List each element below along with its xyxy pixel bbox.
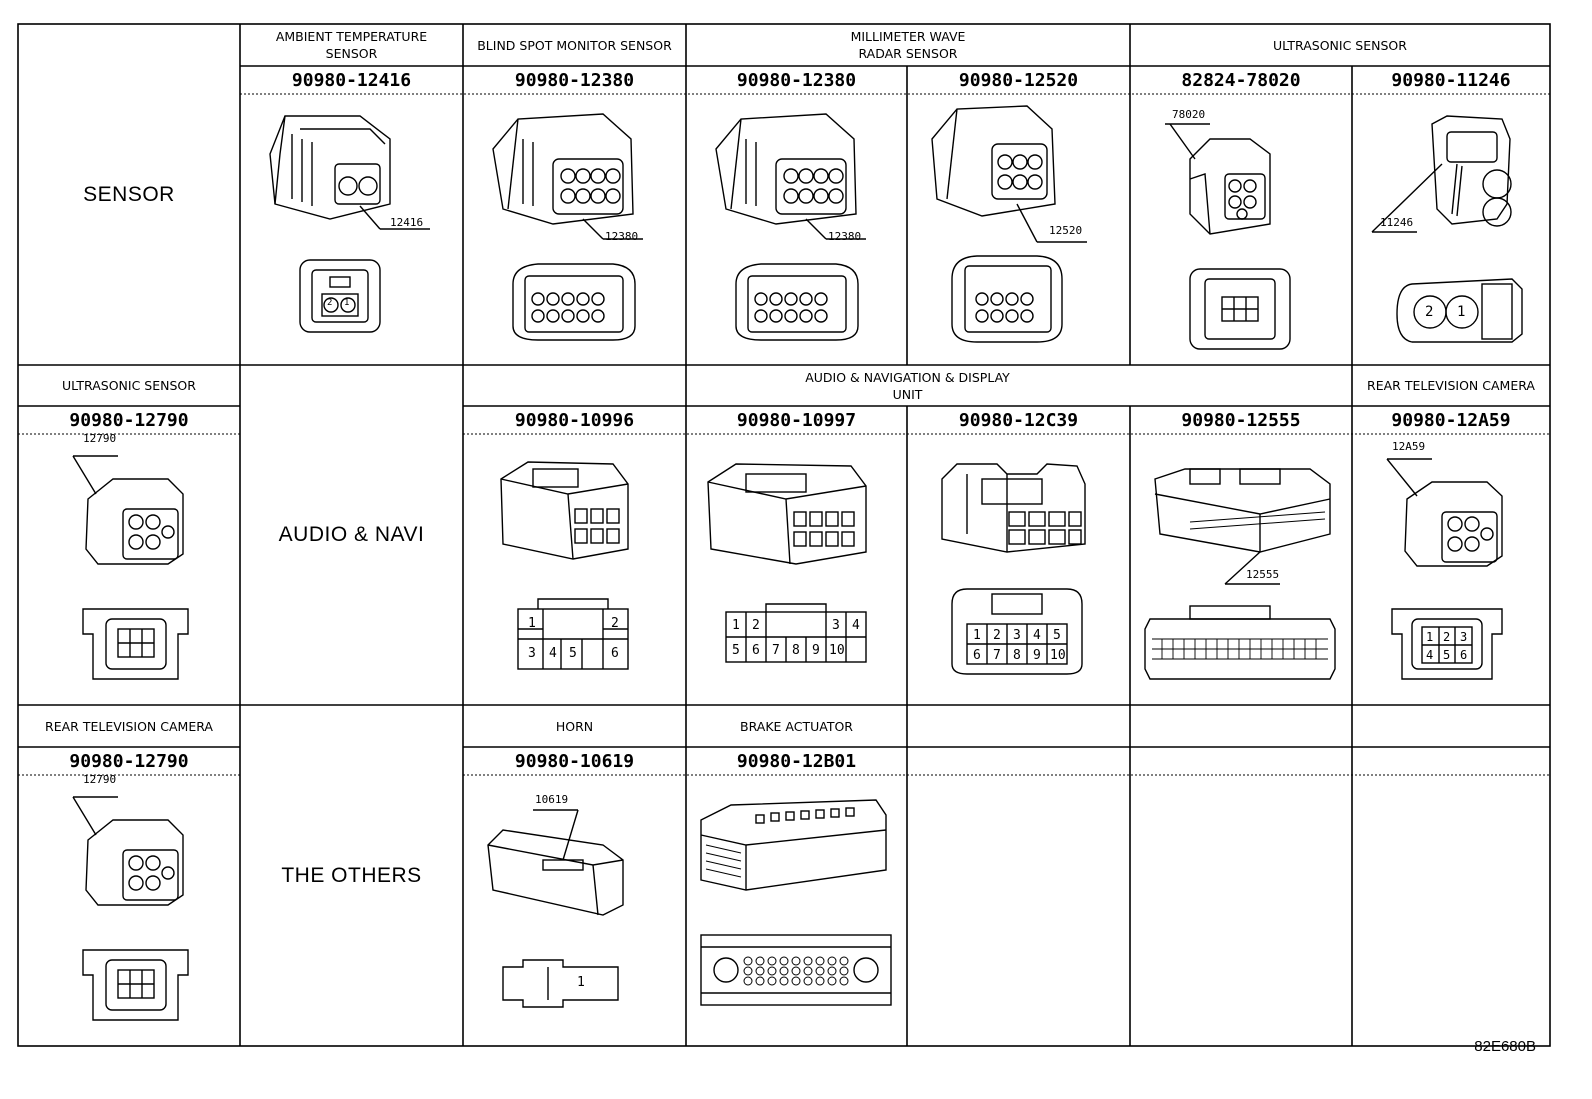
pin-label: 10 [829,643,845,658]
category-sensor: SENSOR [83,182,175,206]
pin-label: 1 [1426,630,1434,644]
pin-label: 1 [528,616,536,631]
connector-78020: 78020 [1130,94,1352,365]
part-number: 90980-12520 [958,69,1079,91]
pin-label: 5 [732,643,740,658]
part-number: 90980-12380 [514,69,635,91]
pin-label: 2 [752,618,760,633]
category-the-others: THE OTHERS [281,863,422,887]
connector-10619: 10619 1 [463,775,686,1046]
pin-label: 5 [569,646,577,661]
pin-label: 1 [973,628,981,643]
connector-12790-camera: 12790 [18,773,240,1046]
pin-label: 4 [1426,648,1434,662]
pin-label: 4 [852,618,860,633]
pin-label: 4 [1033,628,1041,643]
header-blind-spot-monitor-sensor: BLIND SPOT MONITOR SENSOR [477,37,672,53]
part-number: 90980-12B01 [736,750,857,772]
pin-label: 2 [1425,304,1434,320]
callout-label: 10619 [535,793,569,806]
pin-label: 3 [1013,628,1021,643]
pin-label: 1 [1457,304,1466,320]
connector-12380-radar: 12380 [686,94,907,365]
header-ultrasonic-sensor: ULTRASONIC SENSOR [1273,37,1407,53]
pin-label: 1 [577,975,585,990]
callout-label: 12A59 [1392,440,1426,453]
pin-label: 3 [1460,630,1468,644]
header-rear-television-camera: REAR TELEVISION CAMERA [1367,378,1535,393]
part-number: 90980-12A59 [1391,409,1511,431]
part-number: 90980-11246 [1391,69,1511,91]
callout-label: 12790 [83,432,117,445]
pin-label: 4 [549,646,557,661]
pin-label: 6 [752,643,760,658]
header-audio-navigation-display-unit: AUDIO & NAVIGATION & DISPLAY UNIT [805,369,1010,402]
connector-12A59: 12A59 1 2 3 4 5 6 [1352,434,1550,705]
connector-12520: 12520 [907,94,1130,365]
header-rear-television-camera: REAR TELEVISION CAMERA [45,718,213,734]
header-ultrasonic-sensor: ULTRASONIC SENSOR [62,378,196,393]
header-brake-actuator: BRAKE ACTUATOR [740,718,853,734]
callout-label: 11246 [1380,216,1414,229]
pin-label: 6 [1460,648,1468,662]
pin-label: 8 [1013,648,1021,663]
header-horn: HORN [555,718,594,734]
pin-label: 10 [1050,648,1066,663]
pin-label: 3 [528,646,536,661]
callout-label: 12555 [1246,568,1280,581]
callout-label: 12790 [83,773,117,786]
pin-label: 2 [611,616,619,631]
category-audio-navi: AUDIO & NAVI [278,523,425,546]
connector-12380-blind-spot: 12380 [463,94,686,365]
callout-label: 12380 [828,230,862,243]
part-number: 90980-10997 [736,409,857,431]
part-number: 82824-78020 [1181,69,1301,91]
pin-label: 8 [792,643,800,658]
pin-label: 2 [1443,630,1451,644]
pin-label: 9 [1033,648,1041,663]
part-number: 90980-12416 [291,69,412,91]
pin-label: 6 [611,646,619,661]
part-number: 90980-12C39 [958,409,1079,431]
pin-label: 5 [1443,648,1451,662]
figure-code: 82E680B [1474,1038,1536,1055]
part-number: 90980-12380 [736,69,857,91]
connector-12416: 12416 2 1 [240,94,463,365]
connector-10996: 1 2 3 4 5 6 [463,434,686,705]
header-millimeter-wave-radar-sensor: MILLIMETER WAVE RADAR SENSOR [850,29,966,61]
pin-label: 1 [344,298,350,308]
callout-label: 12416 [390,216,424,229]
part-number: 90980-12555 [1181,409,1301,431]
connector-10997: 1 2 3 4 5 6 7 8 9 10 [686,434,907,705]
connector-12790-ultrasonic: 12790 [18,432,240,705]
pin-label: 7 [993,648,1001,663]
part-number: 90980-10619 [514,750,635,772]
pin-label: 2 [993,628,1001,643]
pin-label: 6 [973,648,981,663]
pin-label: 3 [832,618,840,633]
pin-label: 5 [1053,628,1061,643]
pin-label: 2 [327,298,333,308]
pin-label: 9 [812,643,820,658]
connector-12555: 12555 [1130,434,1352,705]
header-ambient-temp-sensor: AMBIENT TEMPERATURE SENSOR [275,29,428,61]
part-number: 90980-12790 [69,750,189,772]
callout-label: 12520 [1049,224,1083,237]
callout-label: 12380 [605,230,639,243]
pin-label: 1 [732,618,740,633]
connector-11246: 11246 2 1 [1352,94,1550,365]
part-number: 90980-12790 [69,409,189,431]
callout-label: 78020 [1172,108,1206,121]
connector-12C39: 1 2 3 4 5 6 7 8 9 10 [907,434,1130,705]
part-number: 90980-10996 [514,409,635,431]
connector-12B01 [686,775,907,1046]
pin-label: 7 [772,643,780,658]
